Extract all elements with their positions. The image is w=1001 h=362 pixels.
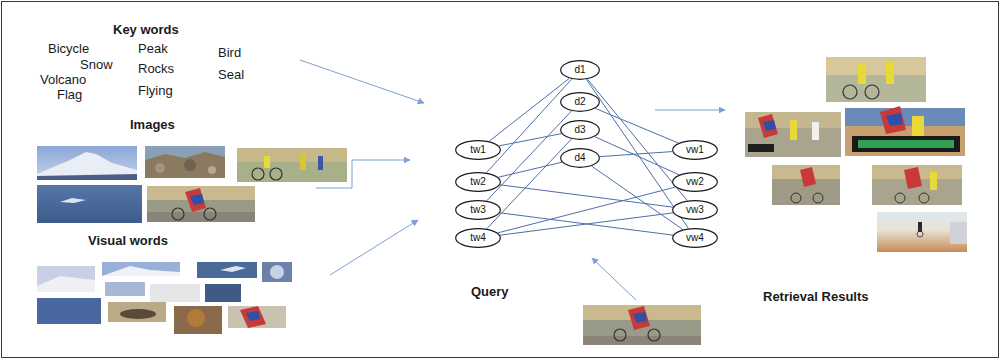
link-line — [592, 166, 683, 229]
node-label: d3 — [574, 124, 585, 136]
keyword-label: Bicycle — [48, 41, 89, 56]
term-node: vw1 — [672, 140, 718, 160]
node-label: vw4 — [686, 232, 704, 244]
keyword-label: Snow — [80, 57, 113, 72]
visual-word-patches — [37, 262, 292, 334]
node-label: d4 — [574, 152, 585, 164]
keyword-label: Flying — [138, 83, 173, 98]
link-line — [595, 137, 679, 175]
link-line — [500, 213, 673, 235]
image-cyclists — [237, 148, 347, 182]
node-label: tw2 — [470, 176, 486, 188]
link-line — [600, 152, 672, 157]
node-label: d1 — [574, 64, 585, 76]
term-node: vw4 — [672, 228, 718, 248]
section-heading: Retrieval Results — [763, 289, 869, 304]
link-line — [498, 187, 675, 233]
link-line — [500, 213, 673, 235]
image-rocks — [145, 146, 225, 178]
link-line — [487, 111, 572, 201]
section-heading: Images — [130, 117, 175, 132]
image-volcano — [37, 146, 137, 180]
link-line — [489, 78, 569, 141]
term-node: d3 — [560, 120, 600, 140]
term-node: tw4 — [455, 228, 501, 248]
section-heading: Key words — [113, 22, 179, 37]
node-label: vw3 — [686, 204, 704, 216]
link-line — [499, 134, 561, 146]
link-line — [595, 108, 678, 143]
link-line — [500, 185, 673, 207]
term-node: d1 — [560, 60, 600, 80]
section-heading: Visual words — [88, 233, 168, 248]
keyword-label: Seal — [218, 67, 244, 82]
link-line — [498, 162, 562, 177]
term-node: d4 — [560, 148, 600, 168]
section-heading: Query — [471, 284, 509, 299]
result-images — [745, 57, 967, 252]
keyword-label: Bird — [218, 45, 241, 60]
node-label: tw1 — [470, 144, 486, 156]
term-node: vw3 — [672, 200, 718, 220]
link-line — [586, 79, 688, 228]
keyword-label: Volcano — [40, 72, 86, 87]
node-label: tw4 — [470, 232, 486, 244]
node-label: vw2 — [686, 176, 704, 188]
term-node: tw3 — [455, 200, 501, 220]
term-node: tw2 — [455, 172, 501, 192]
image-cyclist-flag — [147, 186, 255, 222]
query-image — [583, 305, 701, 345]
keyword-label: Peak — [138, 41, 168, 56]
node-label: vw1 — [686, 144, 704, 156]
link-line — [486, 79, 571, 173]
image-bird — [37, 185, 142, 223]
term-node: d2 — [560, 92, 600, 112]
term-node: vw2 — [672, 172, 718, 192]
term-node: tw1 — [455, 140, 501, 160]
keyword-label: Flag — [57, 87, 82, 102]
node-label: tw3 — [470, 204, 486, 216]
node-label: d2 — [574, 96, 585, 108]
keyword-label: Rocks — [138, 61, 174, 76]
